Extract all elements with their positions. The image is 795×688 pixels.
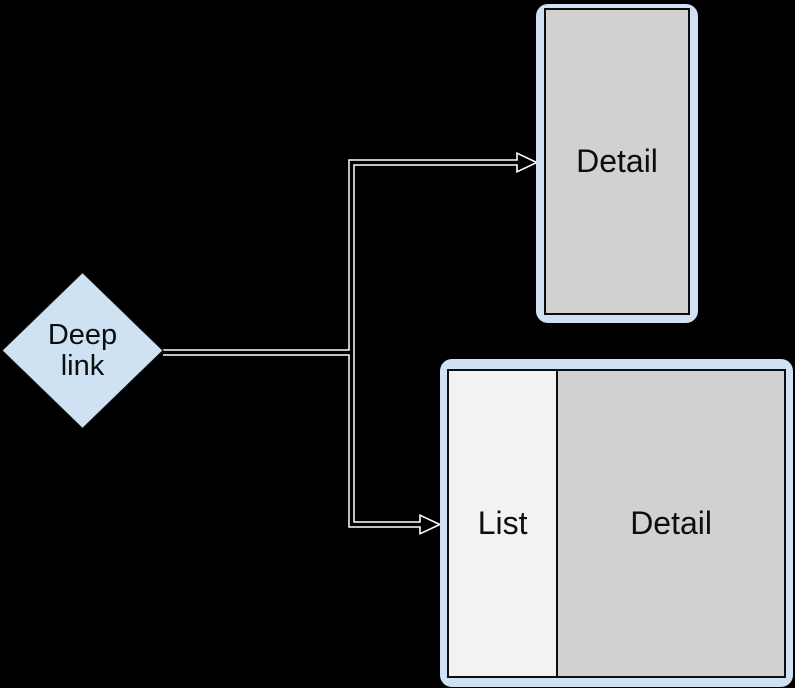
phone-detail-label: Detail bbox=[576, 143, 658, 179]
tablet-list-pane: List bbox=[449, 371, 559, 676]
phone-frame: Detail bbox=[536, 4, 698, 323]
tablet-screen: List Detail bbox=[447, 369, 786, 678]
tablet-frame: List Detail bbox=[440, 359, 793, 687]
tablet-detail-label: Detail bbox=[630, 505, 712, 541]
tablet-detail-pane: Detail bbox=[558, 371, 784, 676]
connector-core-pass bbox=[163, 160, 521, 527]
deep-link-diamond bbox=[1, 271, 164, 430]
deep-link-label-line2: link bbox=[60, 349, 105, 382]
phone-detail-pane: Detail bbox=[544, 8, 690, 315]
deep-link-label: Deep link bbox=[2, 273, 163, 428]
deep-link-label-line1: Deep bbox=[47, 318, 118, 351]
tablet-list-label: List bbox=[477, 505, 528, 541]
